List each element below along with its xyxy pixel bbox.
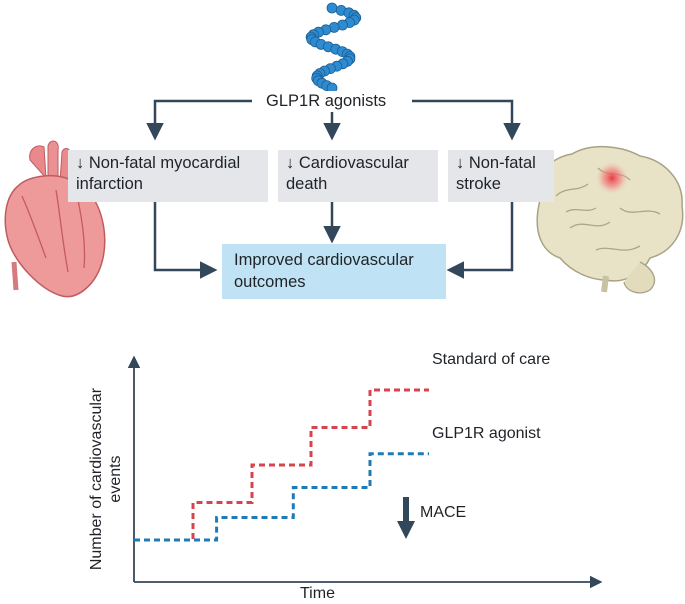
effect-box-stroke: ↓ Non-fatal stroke <box>448 150 554 202</box>
agonist-connectors <box>146 99 521 279</box>
series-line-1 <box>134 452 429 542</box>
heart-icon <box>4 140 106 298</box>
effect-box-cv-death: ↓ Cardiovascular death <box>278 150 438 202</box>
series-line-0 <box>134 388 429 542</box>
chart <box>127 355 603 589</box>
mace-label: MACE <box>420 504 467 521</box>
effect-text: Non-fatal stroke <box>456 154 536 193</box>
effect-arrow: ↓ <box>286 154 295 172</box>
legend-glp1r-agonist: GLP1R agonist <box>432 425 541 442</box>
peptide-bead <box>326 2 338 14</box>
peptide-chain-icon <box>305 2 362 94</box>
agonist-label: GLP1R agonists <box>262 91 391 111</box>
series-layer <box>134 388 429 542</box>
legend-standard-of-care: Standard of care <box>432 351 551 368</box>
y-axis-label: Number of cardiovascular events <box>88 387 124 571</box>
outcome-box: Improved cardiovascular outcomes <box>222 244 446 299</box>
effect-text: Non-fatal myocardial infarction <box>76 154 241 193</box>
effect-text: Cardiovascular death <box>286 154 409 193</box>
effect-arrow: ↓ <box>456 154 465 172</box>
brain-icon <box>536 145 684 294</box>
effect-box-mi: ↓ Non-fatal myocardial infarction <box>68 150 268 202</box>
x-axis-label: Time <box>300 585 335 602</box>
effect-arrow: ↓ <box>76 154 85 172</box>
